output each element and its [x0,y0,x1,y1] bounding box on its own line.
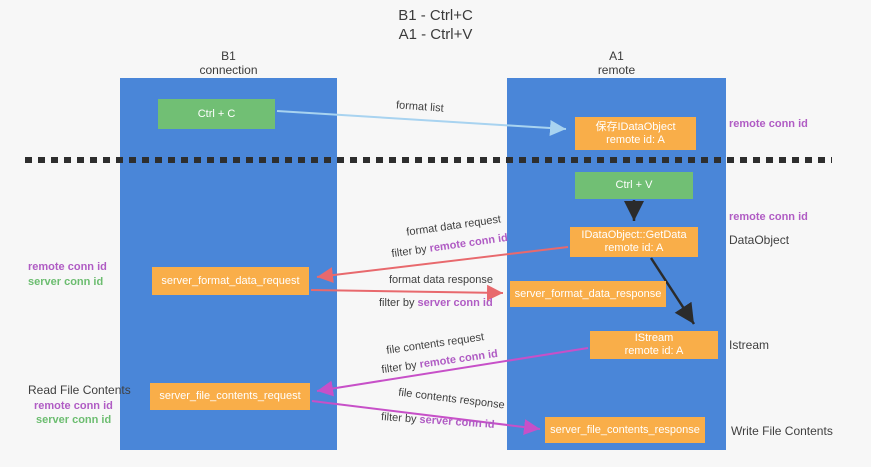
annotation-remote-conn-id-top: remote conn id [729,118,808,130]
save-idataobject-line1: 保存IDataObject [595,120,676,133]
server-format-data-request-node: server_format_data_request [152,267,309,295]
server-format-data-response-label: server_format_data_response [514,287,662,300]
right-column-header: A1 remote [507,49,726,77]
title-line-2: A1 - Ctrl+V [398,26,473,43]
server-format-data-request-label: server_format_data_request [161,274,300,287]
idataobject-getdata-node: IDataObject::GetData remote id: A [570,227,698,257]
remote-conn-id-highlight: remote conn id [418,347,499,371]
istream-line2: remote id: A [624,345,684,357]
right-column-name: A1 [609,49,624,63]
idataobject-getdata-line2: remote id: A [604,242,664,254]
annotation-remote-conn-id-mid: remote conn id [729,211,808,223]
filter-by-text: filter by [380,411,417,426]
server-file-contents-request-label: server_file_contents_request [159,390,301,402]
server-file-contents-response-label: server_file_contents_response [550,423,700,436]
annotation-read-file-contents: Read File Contents [28,383,131,397]
annotation-left-server-conn-id: server conn id [28,276,104,288]
save-idataobject-node: 保存IDataObject remote id: A [575,117,696,150]
annotation-write-file-contents: Write File Contents [731,424,833,438]
annotation-istream: Istream [729,338,770,352]
save-idataobject-line2: remote id: A [606,133,665,146]
filter-by-text: filter by [379,297,415,309]
ctrl-c-node: Ctrl + C [158,99,275,129]
idataobject-getdata-line1: IDataObject::GetData [581,229,687,241]
ctrl-v-label: Ctrl + V [615,179,653,191]
filter-by-text: filter by [380,359,418,377]
server-conn-id-highlight: server conn id [417,297,493,309]
ctrl-c-label: Ctrl + C [197,107,236,120]
left-column-role: connection [199,63,258,77]
diagram-title: B1 - Ctrl+C A1 - Ctrl+V [0,6,871,44]
left-column-name: B1 [221,49,236,63]
server-file-contents-response-node: server_file_contents_response [545,417,705,443]
arrow-format-data-response [310,284,504,301]
remote-conn-id-highlight: remote conn id [428,231,509,255]
phase-separator-dashed-line [25,157,832,163]
annotation-dataobject: DataObject [729,233,790,247]
left-column-header: B1 connection [120,49,337,77]
annotation-left-remote-conn-id-2: remote conn id [34,400,113,412]
edge-label-format-data-response: format data response [389,274,493,286]
istream-line1: IStream [634,332,674,344]
annotation-left-server-conn-id-2: server conn id [36,414,112,426]
istream-node: IStream remote id: A [590,331,718,359]
edge-label-format-list: format list [395,99,445,115]
filter-by-text: filter by [390,243,428,261]
title-line-1: B1 - Ctrl+C [398,7,473,24]
annotation-left-remote-conn-id: remote conn id [28,261,107,273]
right-column-role: remote [597,63,636,77]
server-file-contents-request-node: server_file_contents_request [150,383,310,410]
ctrl-v-node: Ctrl + V [575,172,693,199]
edge-label-file-contents-response: file contents response [397,386,506,412]
server-conn-id-highlight: server conn id [419,413,495,431]
server-format-data-response-node: server_format_data_response [510,281,666,307]
